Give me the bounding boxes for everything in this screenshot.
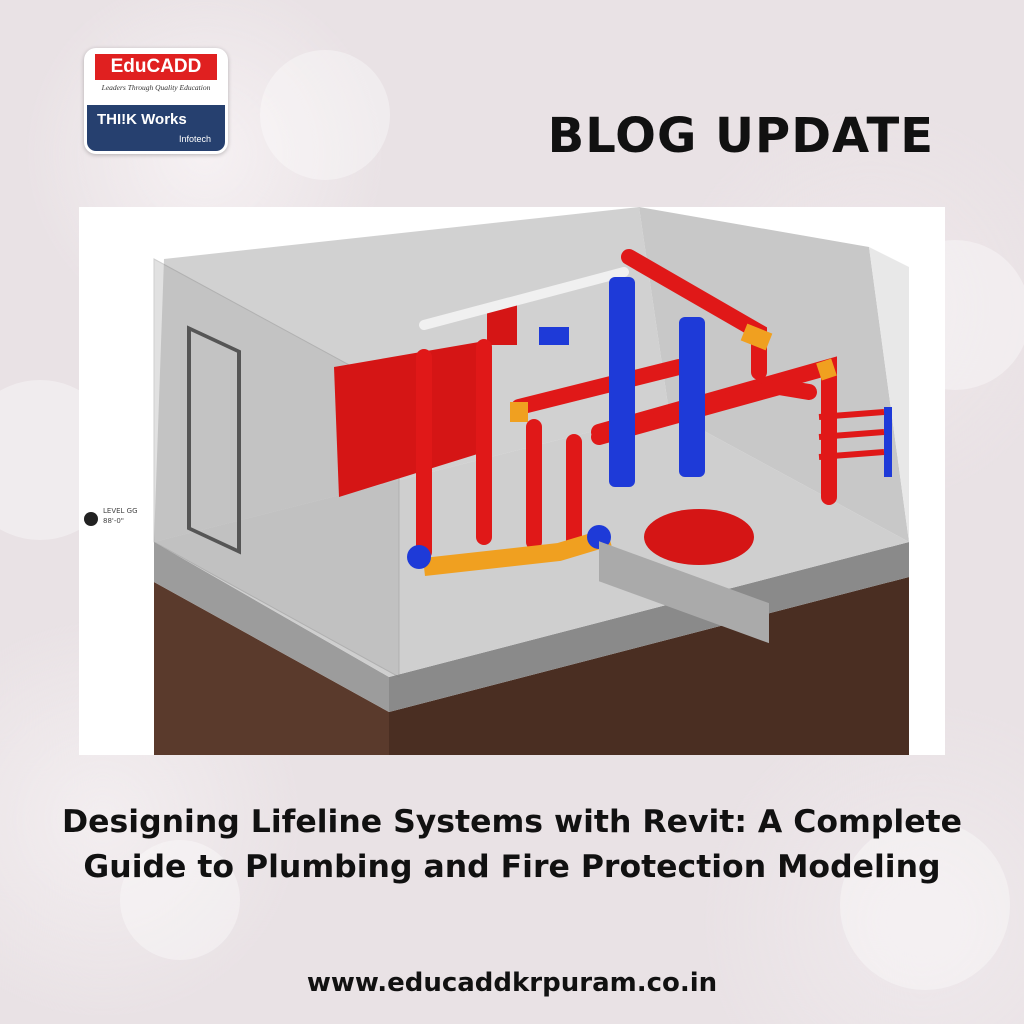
overhead-pipe bbox=[419, 267, 629, 330]
bokeh bbox=[120, 840, 240, 960]
logo-partner-panel: THI!K Works Infotech bbox=[87, 105, 225, 151]
website-url: www.educaddkrpuram.co.in bbox=[306, 968, 718, 998]
drain-pipes bbox=[818, 409, 885, 460]
control-panel bbox=[334, 342, 484, 497]
level-marker-icon bbox=[84, 512, 98, 526]
educadd-logo: EduCADD Leaders Through Quality Educatio… bbox=[84, 48, 228, 154]
fire-pump bbox=[644, 509, 754, 565]
door-frame bbox=[187, 325, 241, 555]
bokeh bbox=[260, 50, 390, 180]
hero-image-fire-pump-room: LEVEL GG 88'-0" bbox=[79, 207, 945, 755]
logo-brand: EduCADD bbox=[95, 54, 217, 80]
blue-valves bbox=[407, 277, 892, 569]
logo-partner-sub: Infotech bbox=[178, 134, 211, 144]
level-label: LEVEL GG bbox=[103, 507, 138, 515]
level-value: 88'-0" bbox=[103, 517, 124, 525]
bokeh bbox=[840, 820, 1010, 990]
post-title: Designing Lifeline Systems with Revit: A… bbox=[62, 804, 962, 886]
glass-front-wall bbox=[153, 258, 400, 678]
red-pipes bbox=[416, 249, 837, 560]
logo-partner: THI!K Works bbox=[97, 111, 187, 128]
foundation-front bbox=[389, 577, 909, 755]
wall-thickness bbox=[869, 247, 909, 542]
pump-base bbox=[599, 541, 769, 644]
blog-update-heading: BLOG UPDATE bbox=[547, 108, 934, 164]
slab-front-edge bbox=[389, 542, 909, 712]
logo-tagline: Leaders Through Quality Education bbox=[101, 83, 211, 92]
foundation-left bbox=[154, 582, 389, 755]
slab-left-edge bbox=[154, 542, 389, 712]
fire-protection-model-illustration: LEVEL GG 88'-0" bbox=[84, 207, 909, 755]
